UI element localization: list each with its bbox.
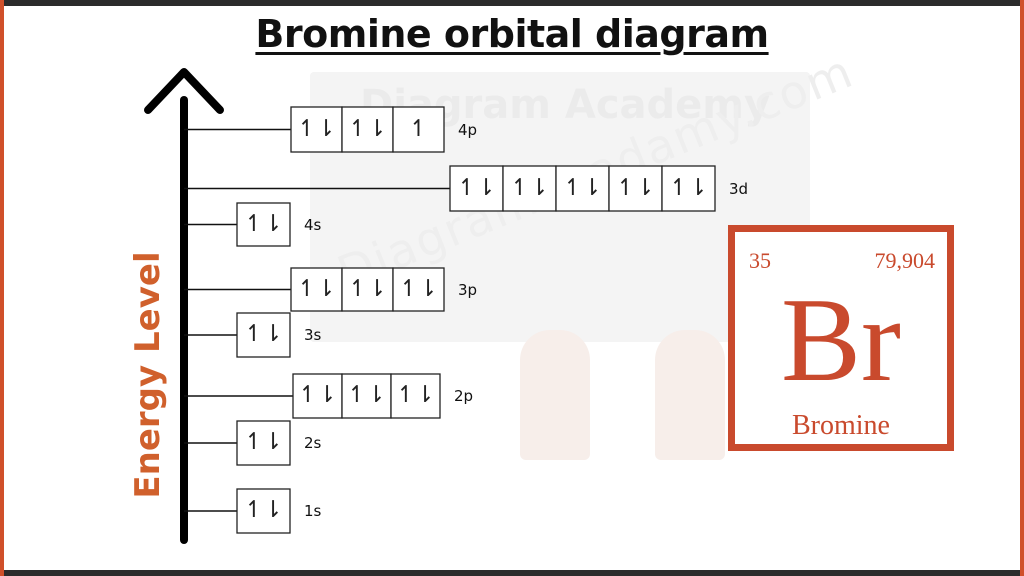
orbital-box-3d-4 — [608, 165, 663, 212]
electron-arrows: ↿⇂ — [616, 174, 655, 201]
orbital-label-3p: 3p — [458, 280, 478, 299]
electron-arrows: ↿⇂ — [347, 382, 386, 408]
electron-arrows: ↿⇂ — [244, 321, 283, 347]
page-title: Bromine orbital diagram — [0, 12, 1024, 56]
electron-arrows: ↿⇂ — [244, 429, 283, 455]
watermark-chair-right — [655, 330, 725, 460]
electron-arrows: ↿⇂ — [669, 174, 708, 201]
orbital-label-4s: 4s — [304, 215, 322, 234]
orbital-box-3p-3 — [392, 267, 445, 312]
orbital-box-3d-5 — [661, 165, 716, 212]
orbital-box-3p-2 — [341, 267, 394, 312]
orbital-box-3s-1 — [236, 312, 291, 358]
orbital-box-4p-2 — [341, 106, 394, 153]
atomic-mass: 79,904 — [874, 248, 936, 273]
electron-arrows: ↿⇂ — [348, 275, 387, 302]
orbital-box-1s-1 — [236, 488, 291, 534]
electron-arrows: ↿⇂ — [510, 174, 549, 201]
orbital-label-3d: 3d — [729, 179, 749, 198]
electron-arrows: ↿⇂ — [298, 382, 337, 408]
frame-left-border — [0, 0, 4, 576]
page-title-text: Bromine orbital diagram — [255, 12, 769, 56]
orbital-box-3p-1 — [290, 267, 343, 312]
electron-arrows: ↿⇂ — [244, 210, 283, 237]
frame-right-border — [1020, 0, 1024, 576]
electron-arrows: ↿⇂ — [457, 174, 496, 201]
element-name: Bromine — [792, 410, 890, 441]
element-symbol: Br — [781, 273, 901, 406]
orbital-box-3d-2 — [502, 165, 557, 212]
electron-arrows: ↿⇂ — [297, 115, 336, 142]
electron-arrows: ↿⇂ — [297, 275, 336, 302]
electron-arrows: ↿⇂ — [563, 174, 602, 201]
element-tile: 35 79,904 Br Bromine — [728, 225, 954, 451]
orbital-label-3s: 3s — [304, 326, 322, 344]
electron-arrows: ↿⇂ — [396, 382, 435, 408]
energy-axis-arrowhead — [144, 68, 224, 114]
orbital-box-2s-1 — [236, 420, 291, 466]
electron-arrows: ↿ — [408, 115, 429, 142]
frame-top-bar — [0, 0, 1024, 6]
orbital-box-2p-3 — [390, 373, 441, 419]
electron-arrows: ↿⇂ — [244, 497, 283, 523]
frame-bottom-bar — [0, 570, 1024, 576]
orbital-box-4s-1 — [236, 202, 291, 247]
orbital-box-3d-3 — [555, 165, 610, 212]
orbital-label-2p: 2p — [454, 387, 474, 405]
atomic-number: 35 — [749, 248, 771, 273]
electron-arrows: ↿⇂ — [348, 115, 387, 142]
orbital-label-1s: 1s — [304, 502, 322, 520]
electron-arrows: ↿⇂ — [399, 275, 438, 302]
orbital-label-4p: 4p — [458, 120, 478, 139]
orbital-label-2s: 2s — [304, 434, 322, 452]
orbital-box-4p-3 — [392, 106, 445, 153]
energy-axis — [144, 68, 224, 544]
orbital-box-3d-1 — [449, 165, 504, 212]
watermark-chair-left — [520, 330, 590, 460]
